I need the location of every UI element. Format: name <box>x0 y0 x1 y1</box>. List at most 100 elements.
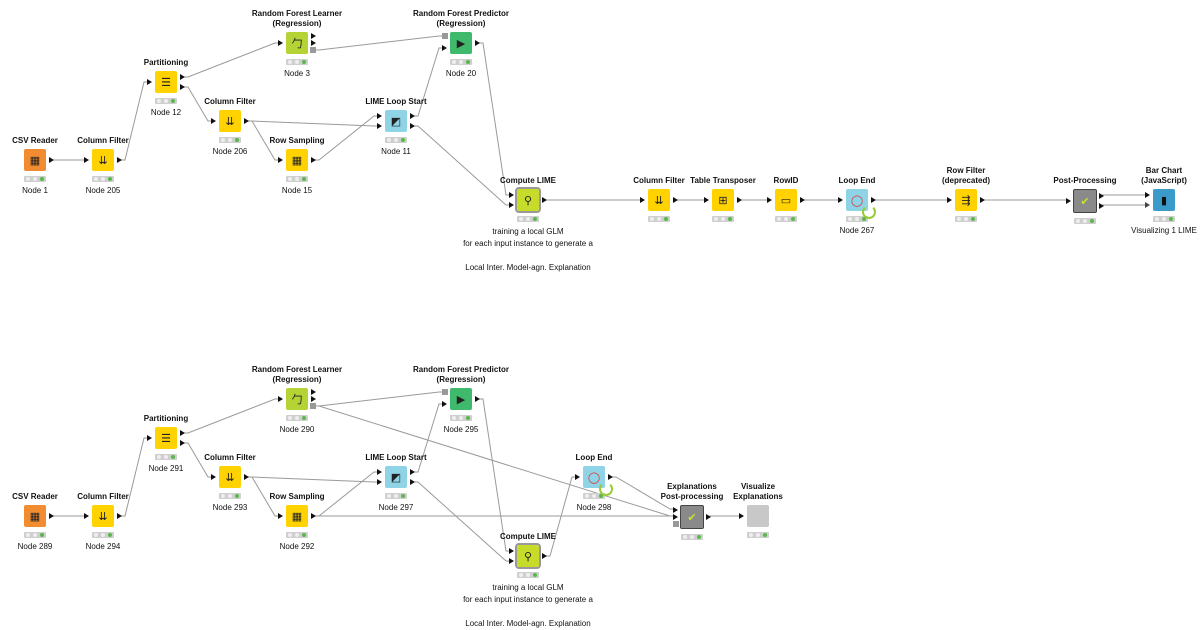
input-port[interactable] <box>509 558 514 564</box>
input-port[interactable] <box>673 514 678 520</box>
input-port[interactable] <box>509 548 514 554</box>
input-port[interactable] <box>211 474 216 480</box>
input-port[interactable] <box>377 469 382 475</box>
node-loop-end[interactable]: Loop End◯Node 267 <box>812 176 902 236</box>
node-row-sampling[interactable]: Row Sampling▦Node 15 <box>252 136 342 196</box>
node-icon-box[interactable]: ✔ <box>673 505 711 529</box>
input-port[interactable] <box>278 157 283 163</box>
input-port[interactable] <box>767 197 772 203</box>
input-port[interactable] <box>509 202 514 208</box>
node-loop-end[interactable]: Loop End◯Node 298 <box>549 453 639 513</box>
input-port[interactable] <box>640 197 645 203</box>
node-column-filter[interactable]: Column Filter⇊Node 205 <box>58 136 148 196</box>
output-port[interactable] <box>410 479 415 485</box>
node-icon-box[interactable]: ⊞ <box>704 189 742 211</box>
input-port[interactable] <box>377 123 382 129</box>
node-random-forest-predictor[interactable]: Random Forest Predictor (Regression)▶Nod… <box>413 365 509 435</box>
connection-wire[interactable] <box>413 125 511 206</box>
input-port[interactable] <box>838 197 843 203</box>
output-port[interactable] <box>180 84 185 90</box>
input-port[interactable] <box>278 513 283 519</box>
node-icon-box[interactable]: ◯ <box>575 466 613 496</box>
node-row-filter[interactable]: Row Filter (deprecated)⇶ <box>921 166 1011 225</box>
connection-wire[interactable] <box>611 476 675 510</box>
input-port[interactable] <box>509 192 514 198</box>
output-port[interactable] <box>49 513 54 519</box>
output-port[interactable] <box>542 197 547 203</box>
node-icon-box[interactable]: ⇶ <box>947 189 985 211</box>
node-column-filter[interactable]: Column Filter⇊Node 293 <box>185 453 275 513</box>
node-lime-loop-start[interactable]: LIME Loop Start◩Node 11 <box>351 97 441 157</box>
connection-wire[interactable] <box>413 481 511 562</box>
node-icon-box[interactable]: ⇊ <box>84 505 122 527</box>
output-port[interactable] <box>311 513 316 519</box>
input-port[interactable] <box>1145 202 1150 208</box>
node-icon-box[interactable]: ▦ <box>278 149 316 171</box>
node-icon-box[interactable]: ◯ <box>838 189 876 219</box>
node-icon-box[interactable]: ◩ <box>377 466 415 488</box>
node-csv-reader[interactable]: CSV Reader▦Node 1 <box>0 136 80 196</box>
connection-wire[interactable] <box>478 398 511 552</box>
input-port[interactable] <box>278 40 283 46</box>
input-port[interactable] <box>278 396 283 402</box>
node-column-filter[interactable]: Column Filter⇊Node 206 <box>185 97 275 157</box>
node-icon-box[interactable]: ⇊ <box>211 466 249 488</box>
node-icon-box[interactable]: ☰ <box>147 71 185 93</box>
output-port[interactable] <box>117 157 122 163</box>
node-icon-box[interactable]: ▦ <box>278 505 316 527</box>
output-port[interactable] <box>180 430 185 436</box>
node-icon-box[interactable]: ☰ <box>147 427 185 449</box>
node-icon-box[interactable] <box>739 505 769 527</box>
node-icon-box[interactable]: ⇊ <box>211 110 249 132</box>
output-port[interactable] <box>871 197 876 203</box>
output-port[interactable] <box>542 553 547 559</box>
input-port[interactable] <box>673 521 679 527</box>
node-explanations[interactable]: Explanations Post-processing✔ <box>647 482 737 543</box>
input-port[interactable] <box>1145 192 1150 198</box>
connection-wire[interactable] <box>413 403 444 473</box>
node-post-processing[interactable]: Post-Processing✔ <box>1040 176 1130 227</box>
output-port[interactable] <box>311 33 316 39</box>
output-port[interactable] <box>244 118 249 124</box>
node-column-filter[interactable]: Column Filter⇊ <box>614 176 704 225</box>
connection-wire[interactable] <box>183 42 280 78</box>
input-port[interactable] <box>704 197 709 203</box>
input-port[interactable] <box>211 118 216 124</box>
connection-wire[interactable] <box>478 42 511 196</box>
node-icon-box[interactable]: ⇊ <box>640 189 678 211</box>
output-port[interactable] <box>980 197 985 203</box>
node-icon-box[interactable]: ▮ <box>1145 189 1175 211</box>
connection-wire[interactable] <box>247 120 379 127</box>
node-icon-box[interactable]: ◩ <box>377 110 415 132</box>
connection-wire[interactable] <box>314 35 444 51</box>
connection-wire[interactable] <box>120 437 149 517</box>
output-port[interactable] <box>673 197 678 203</box>
connection-wire[interactable] <box>413 47 444 117</box>
input-port[interactable] <box>442 33 448 39</box>
input-port[interactable] <box>377 113 382 119</box>
node-table-transposer[interactable]: Table Transposer⊞ <box>678 176 768 225</box>
output-port[interactable] <box>310 403 316 409</box>
connection-wire[interactable] <box>120 81 149 161</box>
node-row-sampling[interactable]: Row Sampling▦Node 292 <box>252 492 342 552</box>
output-port[interactable] <box>311 389 316 395</box>
node-icon-box[interactable]: ✔ <box>1066 189 1104 213</box>
node-icon-box[interactable]: ⼓ <box>278 32 316 54</box>
output-port[interactable] <box>410 113 415 119</box>
node-rowid[interactable]: RowID▭ <box>741 176 831 225</box>
output-port[interactable] <box>410 123 415 129</box>
output-port[interactable] <box>311 157 316 163</box>
connection-wire[interactable] <box>183 398 280 434</box>
output-port[interactable] <box>410 469 415 475</box>
output-port[interactable] <box>737 197 742 203</box>
node-compute-lime[interactable]: Compute LIME⚲ <box>483 176 573 225</box>
output-port[interactable] <box>475 396 480 402</box>
node-visualize[interactable]: Visualize Explanations <box>713 482 803 541</box>
node-icon-box[interactable]: ▶ <box>442 32 480 54</box>
node-icon-box[interactable]: ⚲ <box>509 187 547 213</box>
output-port[interactable] <box>608 474 613 480</box>
output-port[interactable] <box>1099 193 1104 199</box>
connection-wire[interactable] <box>183 442 213 478</box>
node-icon-box[interactable]: ▦ <box>24 149 54 171</box>
